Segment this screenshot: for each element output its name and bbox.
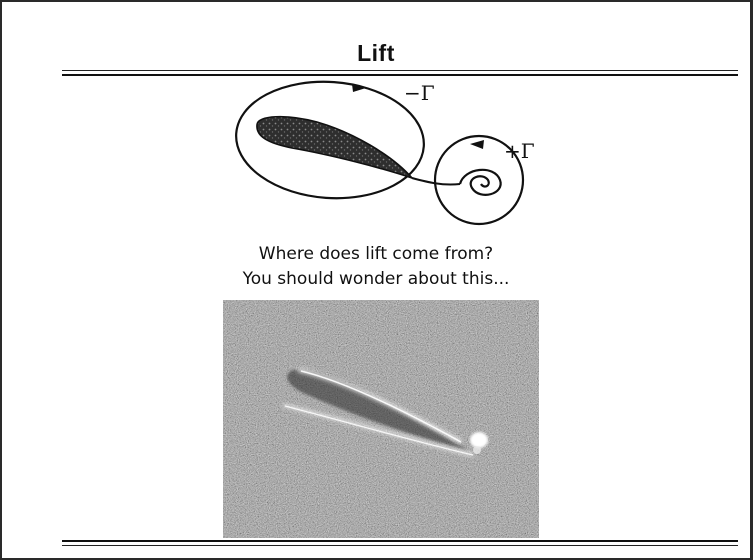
title-rule-thick [62, 74, 738, 76]
caption-question: Where does lift come from? [2, 244, 750, 264]
vortex-photo-image [223, 300, 539, 538]
title-rule-thin [62, 70, 738, 71]
slide-title: Lift [2, 40, 750, 67]
airfoil-shape [257, 117, 412, 178]
label-positive-circulation: +Γ [504, 139, 535, 163]
vortex-photograph [223, 300, 539, 538]
footer-rule-thick [62, 540, 738, 542]
footer-rule-thin [62, 545, 738, 546]
arrow-left-icon [470, 140, 484, 149]
starting-vortex-spiral [460, 170, 501, 195]
caption-wonder: You should wonder about this... [2, 269, 750, 289]
label-negative-circulation: −Γ [404, 81, 435, 105]
circulation-diagram [232, 80, 542, 240]
